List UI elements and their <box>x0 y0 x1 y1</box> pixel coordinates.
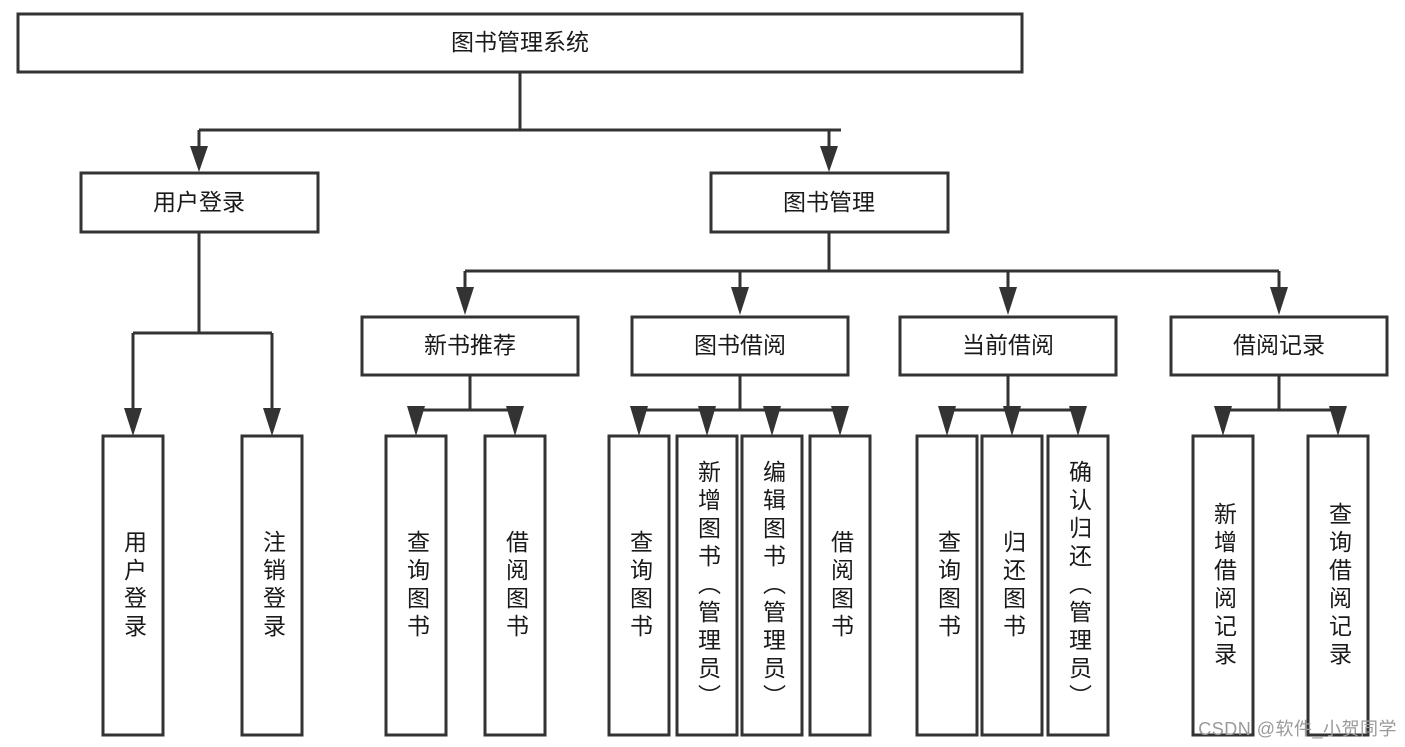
leaf-bookborrow-edit[interactable] <box>740 434 804 737</box>
node-root-label: 图书管理系统 <box>451 29 589 55</box>
arrow-head-icon <box>263 408 281 436</box>
node-book-management-label: 图书管理 <box>783 189 875 215</box>
arrow-head-icon <box>456 287 474 315</box>
node-new-book-recommend[interactable]: 新书推荐 <box>360 315 580 377</box>
arrow-head-icon <box>124 408 142 436</box>
leaf-currentborrow-confirm[interactable] <box>1046 434 1110 737</box>
node-book-borrow[interactable]: 图书借阅 <box>630 315 850 377</box>
leaf-user-login-login[interactable] <box>101 434 165 737</box>
arrow-head-icon <box>1329 406 1347 436</box>
arrow-head-icon <box>731 287 749 315</box>
leaf-user-login-logout[interactable] <box>240 434 304 737</box>
leaf-bookborrow-borrow[interactable] <box>808 434 872 737</box>
connector-userlogin-to-leaves <box>124 232 281 436</box>
node-root-system[interactable]: 图书管理系统 <box>16 12 1024 74</box>
leaf-newbook-borrow[interactable] <box>483 434 547 737</box>
leaf-borrowrecord-query[interactable] <box>1306 434 1370 737</box>
arrow-head-icon <box>763 406 781 436</box>
arrow-head-icon <box>1003 406 1021 436</box>
arrow-head-icon <box>831 406 849 436</box>
leaf-currentborrow-return[interactable] <box>980 434 1044 737</box>
connector-newbook-to-leaves <box>407 375 524 436</box>
node-user-login-label: 用户登录 <box>153 189 245 215</box>
arrow-head-icon <box>698 406 716 436</box>
watermark-text: CSDN @软件_小贺同学 <box>1198 719 1397 739</box>
node-new-book-recommend-label: 新书推荐 <box>424 332 516 358</box>
arrow-head-icon <box>506 406 524 436</box>
arrow-head-icon <box>999 287 1017 315</box>
connector-currentborrow-to-leaves <box>938 375 1087 436</box>
arrow-head-icon <box>820 146 838 172</box>
connector-bookmgmt-to-level3 <box>456 232 1288 315</box>
arrow-head-icon <box>630 406 648 436</box>
arrow-head-icon <box>1069 406 1087 436</box>
arrow-head-icon <box>1214 406 1232 436</box>
node-current-borrow[interactable]: 当前借阅 <box>898 315 1118 377</box>
node-borrow-record[interactable]: 借阅记录 <box>1169 315 1389 377</box>
leaf-borrowrecord-add[interactable] <box>1191 434 1255 737</box>
arrow-head-icon <box>407 406 425 436</box>
connector-root-to-level2 <box>190 72 841 172</box>
node-borrow-record-label: 借阅记录 <box>1233 332 1325 358</box>
leaf-newbook-query[interactable] <box>384 434 448 737</box>
node-current-borrow-label: 当前借阅 <box>962 332 1054 358</box>
leaf-bookborrow-add[interactable] <box>675 434 739 737</box>
connector-borrowrecord-to-leaves <box>1214 375 1347 436</box>
leaf-bookborrow-query[interactable] <box>607 434 671 737</box>
node-book-borrow-label: 图书借阅 <box>694 332 786 358</box>
arrow-head-icon <box>190 146 208 172</box>
leaf-currentborrow-query[interactable] <box>915 434 979 737</box>
node-user-login[interactable]: 用户登录 <box>79 171 320 234</box>
arrow-head-icon <box>1270 287 1288 315</box>
connector-bookborrow-to-leaves <box>630 375 849 436</box>
node-book-management[interactable]: 图书管理 <box>709 171 950 234</box>
arrow-head-icon <box>938 406 956 436</box>
